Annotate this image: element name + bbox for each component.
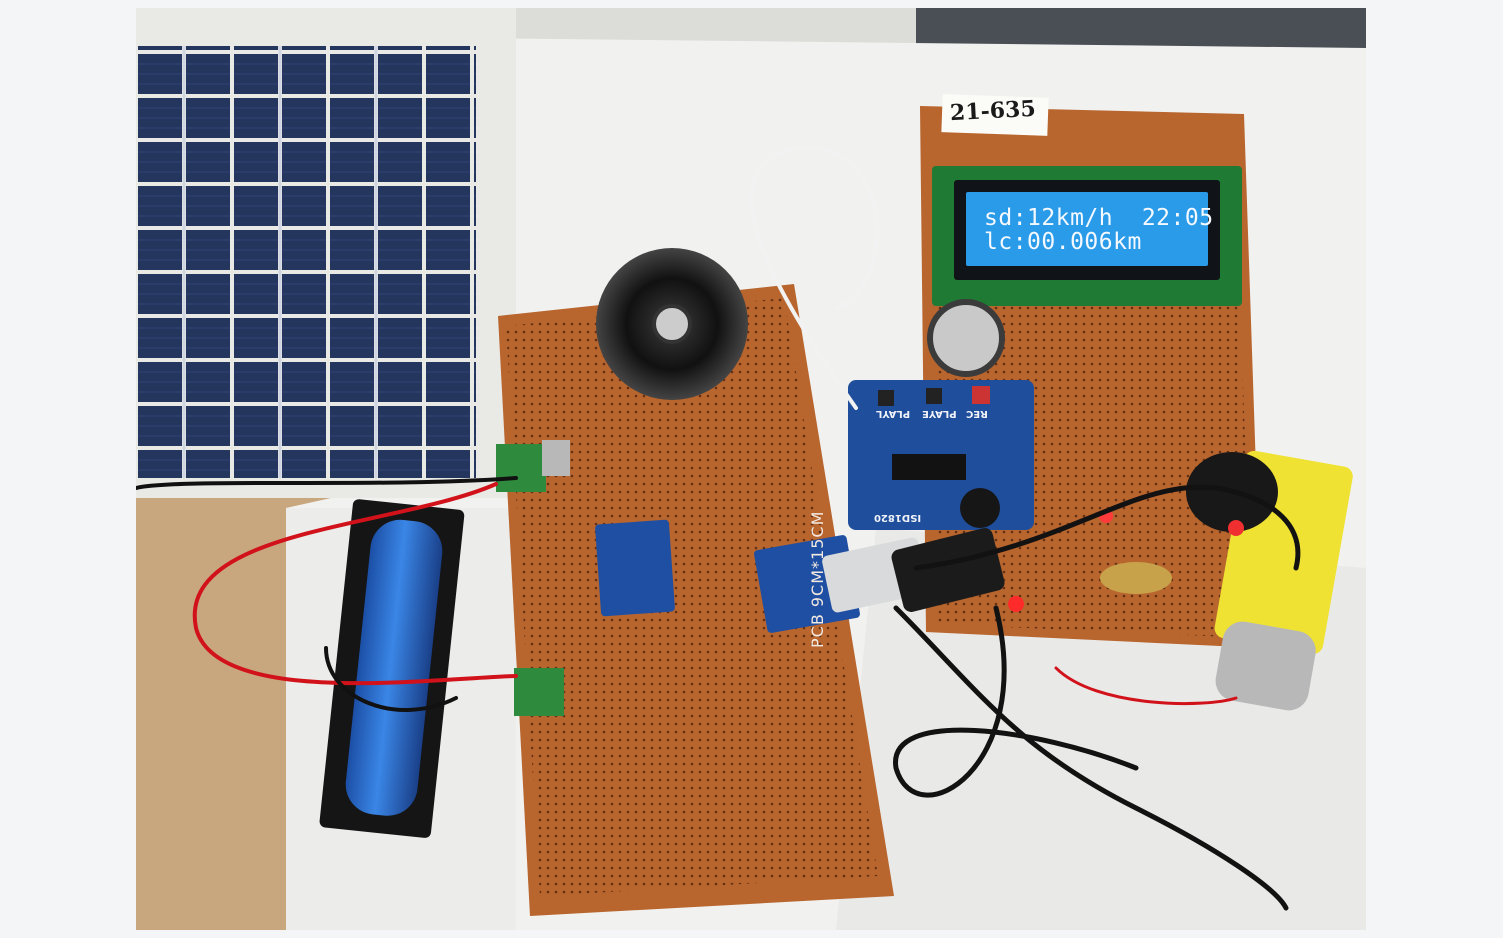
lcd-line-2: lc:00.006km [984, 229, 1142, 255]
lcd-line-1: sd:12km/h 22:05 [984, 205, 1214, 231]
handwritten-label: 21-635 [949, 95, 1037, 127]
isd-button-label-playe: PLAYE [922, 408, 957, 419]
circuit-photo: sd:12km/h 22:05 lc:00.006km 21-635 ISD18… [136, 8, 1366, 930]
isd-button-label-playl: PLAYL [876, 408, 911, 419]
isd-module-label: ISD1820 [874, 512, 922, 523]
left-perfboard [498, 284, 894, 916]
photo-scene [136, 8, 1366, 930]
isd-button-label-rec: REC [966, 408, 988, 419]
board-size-label: PCB 9CM*15CM [808, 510, 827, 648]
isd-module [848, 380, 1034, 530]
lcd-module [932, 166, 1242, 306]
